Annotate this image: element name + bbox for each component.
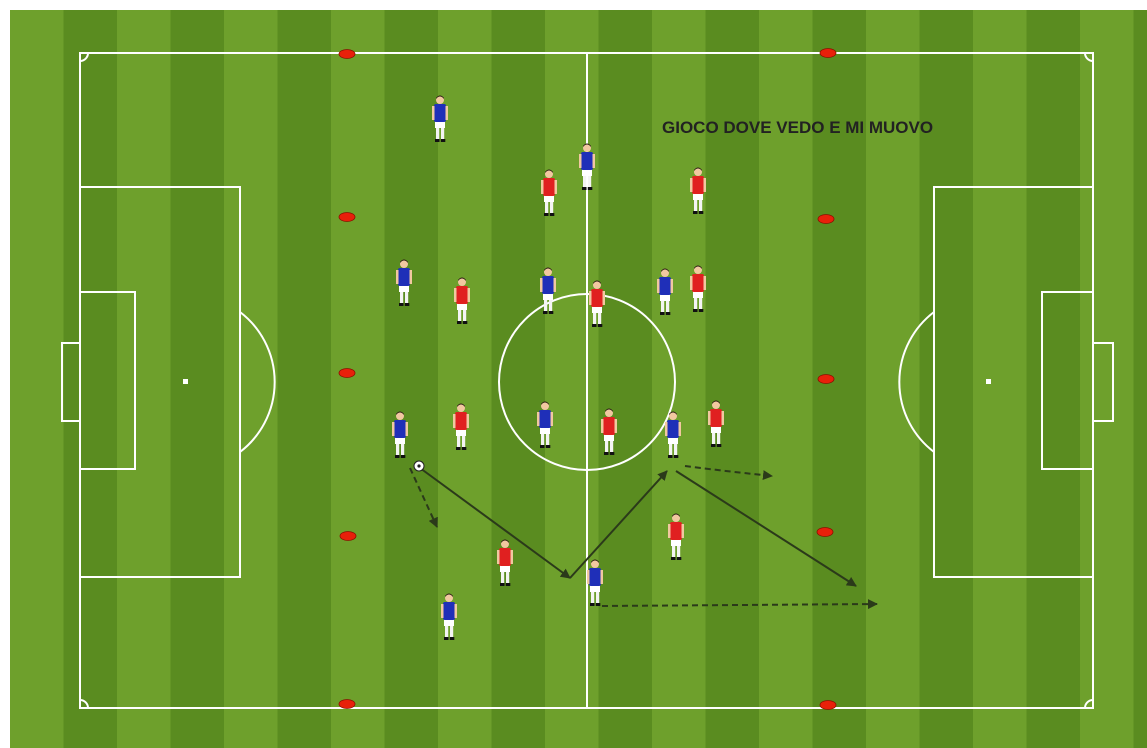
cone-icon — [339, 531, 357, 541]
penalty-arc-right — [898, 311, 935, 453]
goal-right — [1092, 342, 1114, 422]
movement-arrows — [409, 465, 878, 610]
run-arrow — [601, 599, 878, 610]
run-arrow — [409, 467, 438, 528]
centre-circle — [498, 293, 676, 471]
player-red-icon — [497, 539, 513, 586]
player-blue-icon — [579, 143, 595, 190]
cone-icon — [819, 700, 837, 710]
player-red-icon — [454, 277, 470, 324]
cone-icon — [817, 374, 835, 384]
player-red-icon — [690, 265, 706, 312]
player-blue-icon — [396, 259, 412, 306]
player-red-icon — [601, 408, 617, 455]
player-red-icon — [453, 403, 469, 450]
corner-arc-br — [1084, 699, 1094, 709]
penalty-spot-left — [183, 379, 188, 384]
corner-arc-tl — [79, 52, 89, 62]
cone-icon — [819, 48, 837, 58]
penalty-arc-left — [239, 311, 276, 453]
pass-arrow — [419, 467, 571, 579]
cone-icon — [338, 212, 356, 222]
pitch-lines — [61, 52, 1114, 709]
player-blue-icon — [657, 268, 673, 315]
player-blue-icon — [441, 593, 457, 640]
pass-arrow — [569, 470, 668, 579]
player-red-icon — [541, 169, 557, 216]
players — [392, 95, 724, 640]
player-blue-icon — [537, 401, 553, 448]
corner-arc-bl — [79, 699, 89, 709]
cone-icon — [817, 214, 835, 224]
player-blue-icon — [540, 267, 556, 314]
goal-left — [61, 342, 81, 422]
corner-arc-tr — [1084, 52, 1094, 62]
cones — [338, 48, 837, 710]
player-blue-icon — [392, 411, 408, 458]
cone-icon — [338, 49, 356, 59]
pass-arrow — [675, 470, 857, 587]
penalty-spot-right — [986, 379, 991, 384]
player-blue-icon — [432, 95, 448, 142]
player-red-icon — [668, 513, 684, 560]
cone-icon — [338, 368, 356, 378]
diagram-title: GIOCO DOVE VEDO E MI MUOVO — [662, 118, 933, 137]
player-blue-icon — [587, 559, 603, 606]
player-red-icon — [690, 167, 706, 214]
player-red-icon — [708, 400, 724, 447]
cone-icon — [816, 527, 834, 537]
soccer-ball-icon — [413, 460, 425, 472]
player-blue-icon — [665, 411, 681, 458]
cone-icon — [338, 699, 356, 709]
player-red-icon — [589, 280, 605, 327]
grass-stripes — [10, 10, 1147, 748]
